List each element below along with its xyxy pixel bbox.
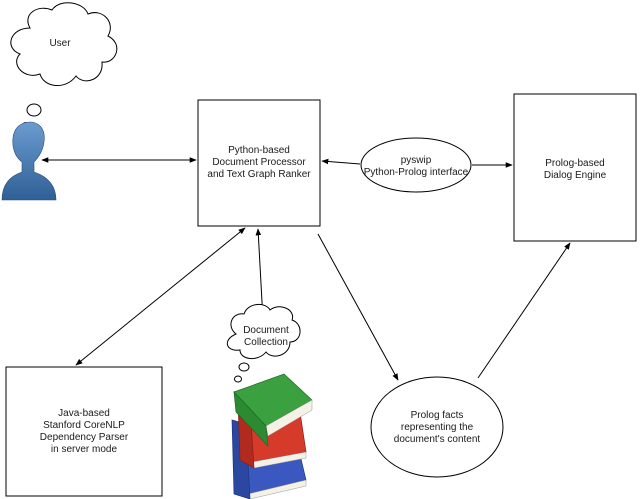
label-line: in server mode [51,444,118,455]
label-line: Python-based [228,145,290,156]
label-line: representing the [401,422,474,433]
books-icon [231,373,313,499]
edge-facts-dialog [477,242,571,379]
collection-bubble-small [234,375,242,383]
thought-bubble-large [26,103,42,117]
edge-parser-processor [75,227,246,366]
label-line: Dialog Engine [544,170,607,181]
label-line: Stanford CoreNLP [43,420,125,431]
label-line: Dependency Parser [40,432,129,443]
node-user-label: User [49,38,71,49]
label-line: and Text Graph Ranker [207,169,311,180]
person-icon [1,121,57,201]
label-line: Prolog-based [545,158,604,169]
label-line: pyswip [401,155,432,166]
label-line: Prolog facts [411,410,464,421]
edge-processor-facts [317,233,399,381]
label-line: Document Processor [212,157,306,168]
label-line: Document [243,325,289,336]
label-line: User [49,38,71,49]
label-line: document's content [394,434,481,445]
label-line: Python-Prolog interface [364,167,469,178]
user-thought-cloud: User [10,2,118,86]
label-line: Java-based [58,408,110,419]
edge-processor-pyswip [321,158,361,165]
label-line: Collection [244,337,288,348]
collection-bubble-large [238,362,250,372]
